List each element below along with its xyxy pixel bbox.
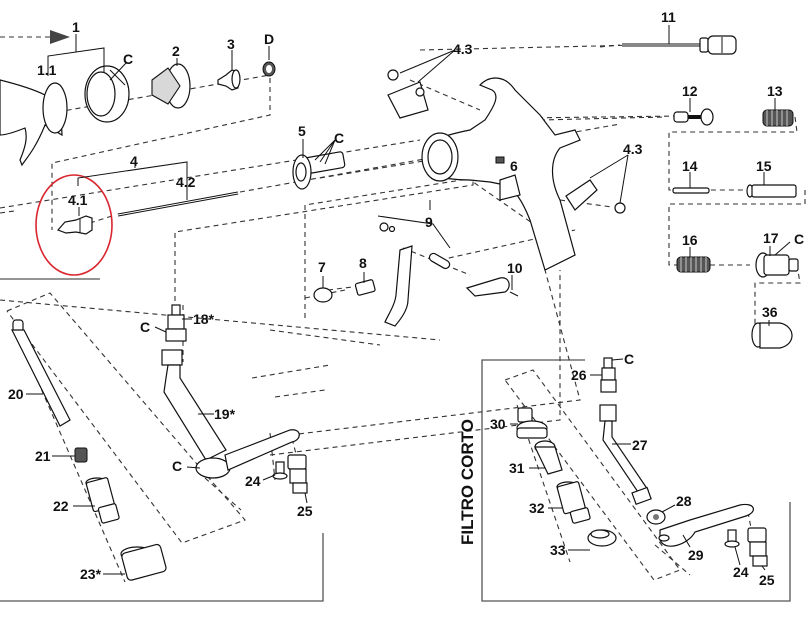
part-25-fitting-right[interactable] [747,527,768,567]
part-4-2-needle-rod[interactable] [117,191,239,217]
label-28: 28 [676,493,692,509]
part-27-tube[interactable] [599,404,652,506]
label-c26: C [624,351,634,367]
highlight-circle [35,174,113,276]
part-28-nut[interactable] [646,509,666,525]
label-D: D [264,31,274,47]
part-5-fluid-tip[interactable] [292,151,346,190]
label-19: 19* [214,406,236,422]
section-title-filtro-corto: FILTRO CORTO [458,419,477,545]
frame-bottom-left [0,533,324,602]
label-c-cap: C [123,51,133,67]
label-21: 21 [35,448,51,464]
label-31: 31 [509,460,525,476]
label-12: 12 [682,83,698,99]
label-20: 20 [8,386,24,402]
label-30: 30 [490,416,506,432]
part-ring-cap[interactable] [84,65,130,123]
part-12-air-valve[interactable] [673,108,714,126]
part-20-filter-tube[interactable] [11,319,71,427]
part-23-nut[interactable] [120,543,167,581]
label-7: 7 [318,259,326,275]
part-19-fluid-tube[interactable] [161,349,300,479]
part-25-fitting-left[interactable] [287,454,308,494]
label-25-left: 25 [297,503,313,519]
part-13-spring[interactable] [762,109,794,127]
label-11: 11 [661,9,676,25]
label-10: 10 [507,260,523,276]
part-3-nozzle[interactable] [217,69,241,91]
label-4-2: 4.2 [176,174,196,190]
part-31-filter-housing[interactable] [534,440,563,475]
part-2-air-distributor[interactable] [151,63,191,109]
label-8: 8 [359,255,367,271]
part-30-fitting[interactable] [516,407,548,439]
label-9: 9 [425,214,433,230]
part-6-seal[interactable] [495,156,505,164]
label-24-left: 24 [245,473,261,489]
label-15: 15 [756,158,772,174]
part-14-pin[interactable] [672,187,710,194]
part-36-knob[interactable] [751,322,793,349]
label-2: 2 [172,43,180,59]
label-36: 36 [762,304,778,320]
part-4-1-needle-tip[interactable] [56,215,93,235]
part-1-1-aircap[interactable] [0,79,68,167]
part-29-bracket[interactable] [658,503,754,547]
label-5: 5 [298,123,306,139]
label-13: 13 [767,83,783,99]
label-25-right: 25 [759,572,775,588]
label-c17: C [794,231,804,247]
part-24-screw-right[interactable] [724,529,740,548]
label-23: 23* [80,566,102,582]
label-16: 16 [682,232,698,248]
label-c5: C [334,130,344,146]
label-6: 6 [510,158,518,174]
label-29: 29 [688,547,704,563]
part-labels: 1 1.1 C 2 3 D 4 4.1 4.2 4.3 4.3 5 C 6 7 … [8,9,804,588]
label-4-1: 4.1 [68,192,88,208]
label-1-1: 1.1 [37,62,57,78]
part-33-nut[interactable] [587,529,617,547]
label-3: 3 [227,36,235,52]
label-4-3-right: 4.3 [623,141,643,157]
label-18: 18* [193,311,215,327]
part-D-seal[interactable] [262,61,276,77]
gun-body[interactable] [421,77,581,271]
part-21-spring[interactable] [74,447,88,463]
label-24-right: 24 [733,564,749,580]
label-14: 14 [682,158,698,174]
label-c18: C [140,319,150,335]
part-22-filter[interactable] [85,477,120,524]
part-16-spring[interactable] [676,256,711,273]
part-4-3-bracket[interactable] [387,69,429,119]
label-22: 22 [53,498,69,514]
part-10-lever[interactable] [465,277,519,297]
label-4-3-top: 4.3 [453,41,473,57]
part-32-filter[interactable] [556,481,591,524]
label-1: 1 [72,19,80,35]
part-17-cap[interactable] [755,252,799,278]
part-7-ring[interactable] [313,287,333,303]
label-27: 27 [632,437,648,453]
label-26: 26 [571,367,587,383]
frame-filtro-corto [481,359,791,602]
arrow-icon [50,30,70,44]
label-32: 32 [529,500,545,516]
label-4: 4 [130,153,138,169]
part-15-valve-stem[interactable] [746,184,797,198]
label-33: 33 [550,542,566,558]
leader-lines [26,25,791,575]
part-11-needle-adjuster[interactable] [622,35,737,55]
part-8-packing[interactable] [354,279,376,296]
part-4-3-side-bracket[interactable] [565,179,626,214]
part-26-fitting[interactable] [600,357,617,393]
label-c19: C [172,458,182,474]
part-24-screw-left[interactable] [272,461,288,480]
part-9-trigger[interactable] [379,222,451,327]
label-17: 17 [763,230,779,246]
part-18-fitting[interactable] [165,304,187,342]
